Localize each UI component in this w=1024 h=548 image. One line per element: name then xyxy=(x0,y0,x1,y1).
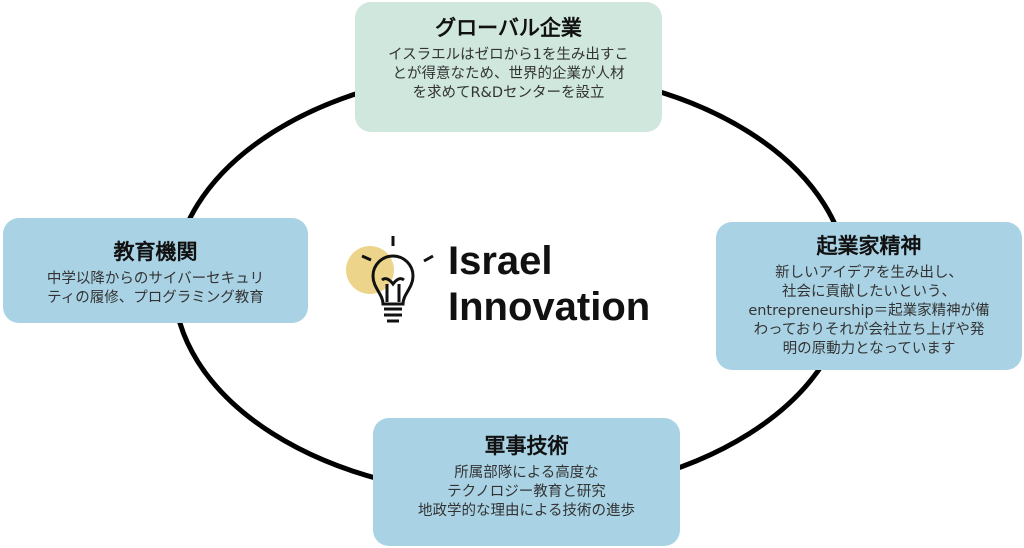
node-title: 起業家精神 xyxy=(816,234,922,258)
node-title: 教育機関 xyxy=(113,240,198,264)
node-title: 軍事技術 xyxy=(484,434,569,458)
node-title: グローバル企業 xyxy=(435,16,582,40)
node-text: イスラエルはゼロから1を生み出すこ とが得意なため、世界的企業が人材 を求めてR… xyxy=(388,47,629,101)
node-military-technology: 軍事技術 所属部隊による高度な テクノロジー教育と研究 地政学的な理由による技術… xyxy=(373,418,680,546)
title-line-1: Israel xyxy=(448,239,553,283)
title-line-2: Innovation xyxy=(448,285,651,329)
node-entrepreneurship: 起業家精神 新しいアイデアを生み出し、 社会に貢献したいという、 entrepr… xyxy=(716,222,1022,370)
node-education: 教育機関 中学以降からのサイバーセキュリ ティの履修、プログラミング教育 xyxy=(3,218,308,323)
node-text: 所属部隊による高度な テクノロジー教育と研究 地政学的な理由による技術の進歩 xyxy=(417,465,636,519)
node-text: 新しいアイデアを生み出し、 社会に貢献したいという、 entrepreneurs… xyxy=(748,265,990,357)
lightbulb-icon xyxy=(346,236,434,323)
node-text: 中学以降からのサイバーセキュリ ティの履修、プログラミング教育 xyxy=(46,271,265,306)
node-global-companies: グローバル企業 イスラエルはゼロから1を生み出すこ とが得意なため、世界的企業が… xyxy=(355,2,662,132)
center-title: Israel Innovation xyxy=(448,238,650,330)
